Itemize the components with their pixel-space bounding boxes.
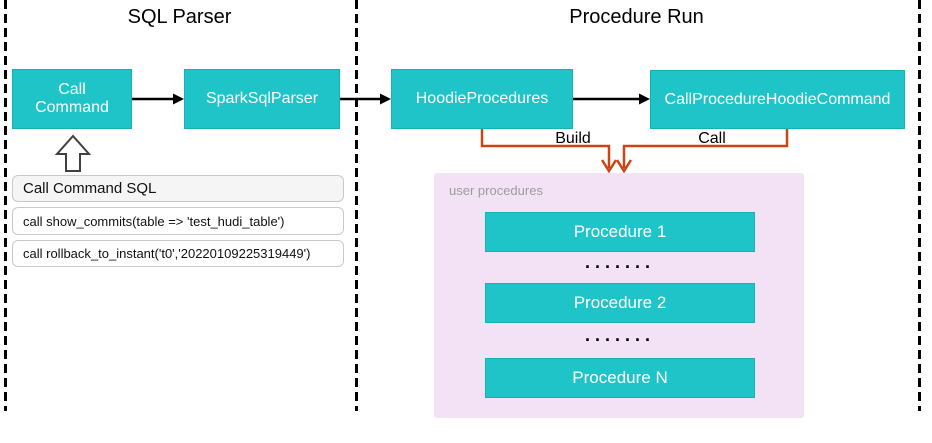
procedure-n-node: Procedure N	[485, 358, 755, 398]
build-connector-arrow-icon	[480, 129, 618, 174]
left-dashed-boundary	[4, 0, 7, 411]
call-edge-label: Call	[698, 130, 726, 147]
sql-example-row: call show_commits(table => 'test_hudi_ta…	[12, 207, 344, 235]
arrow-callcommand-to-sparksqlparser-icon	[132, 93, 184, 105]
procedure-1-node: Procedure 1	[485, 212, 755, 252]
user-procedures-label: user procedures	[449, 183, 543, 198]
call-command-node: Call Command	[12, 69, 132, 129]
call-connector-arrow-icon	[615, 129, 789, 174]
spark-sql-parser-node: SparkSqlParser	[184, 69, 340, 129]
middle-dashed-boundary	[355, 0, 358, 411]
sql-example-row: call rollback_to_instant('t0','202201092…	[12, 240, 344, 267]
sql-panel-header: Call Command SQL	[12, 175, 344, 202]
sql-parser-section-title: SQL Parser	[127, 6, 232, 28]
right-dashed-boundary	[918, 0, 921, 411]
ellipsis-dots: .......	[584, 325, 655, 345]
arrow-sparksqlparser-to-hoodieprocedures-icon	[340, 93, 391, 105]
call-procedure-hoodie-command-node: CallProcedureHoodieCommand	[650, 70, 905, 129]
procedure-run-section-title: Procedure Run	[569, 6, 704, 28]
user-procedures-container: user procedures Procedure 1 ....... Proc…	[434, 173, 804, 418]
build-edge-label: Build	[555, 130, 591, 147]
hoodie-procedures-node: HoodieProcedures	[391, 69, 573, 129]
procedure-2-node: Procedure 2	[485, 283, 755, 323]
arrow-hoodieprocedures-to-callprocedure-icon	[573, 93, 650, 105]
ellipsis-dots: .......	[584, 252, 655, 272]
sql-to-callcommand-block-arrow-icon	[54, 134, 92, 172]
